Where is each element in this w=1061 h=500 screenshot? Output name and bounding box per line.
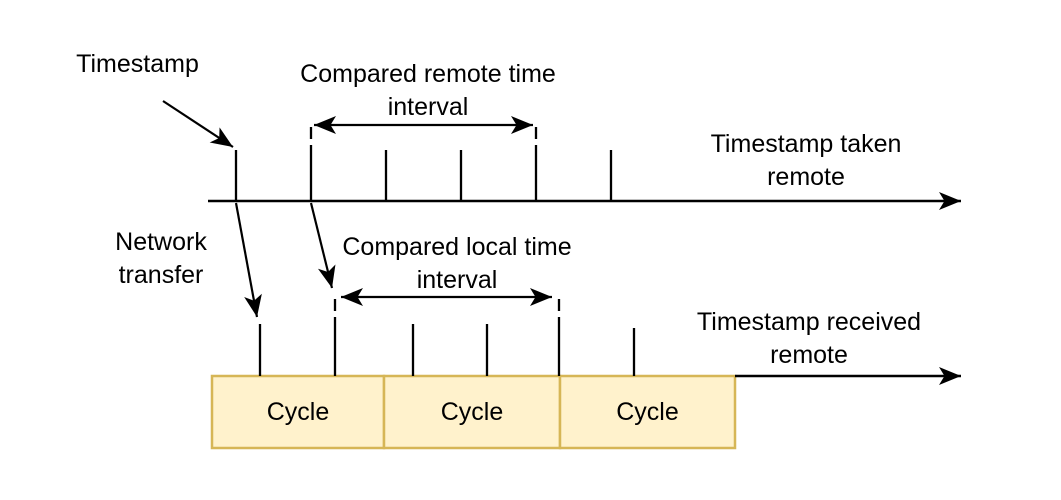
network-transfer-label: Network transfer <box>115 228 207 289</box>
cycle-label: Cycle <box>616 398 679 426</box>
network-transfer-arrow <box>309 202 336 289</box>
local-axis-label: Timestamp received remote <box>696 308 922 369</box>
cycle-label: Cycle <box>440 398 504 426</box>
local-interval-label: Compared local time interval <box>342 233 572 294</box>
network-transfer-arrow <box>234 202 262 318</box>
cycle-box <box>558 374 737 450</box>
timestamp-label: Timestamp <box>76 50 199 78</box>
timestamp-annotation-arrow <box>162 100 234 148</box>
remote-axis-label: Timestamp taken remote <box>710 130 902 191</box>
remote-interval-label: Compared remote time interval <box>300 60 556 121</box>
cycle-label: Cycle <box>266 398 330 426</box>
